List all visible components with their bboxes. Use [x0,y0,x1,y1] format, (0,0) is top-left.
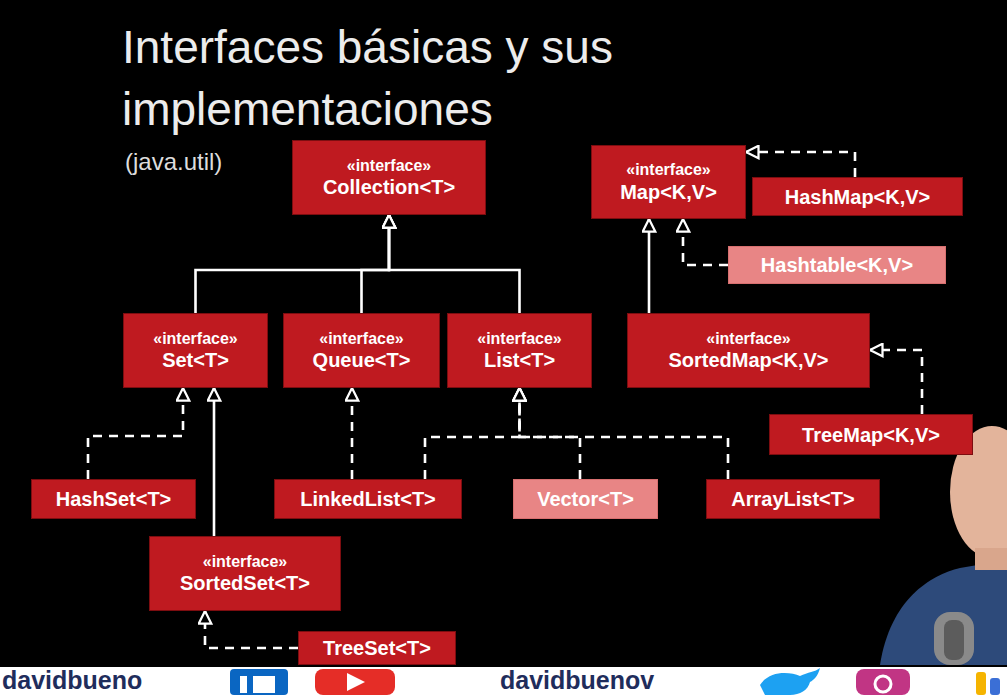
stereotype-label: «interface» [319,329,404,348]
extends-arrow [213,388,216,536]
class-box: HashSet<T> [31,479,196,519]
interface-box: «interface»SortedSet<T> [149,536,341,611]
class-box: Hashtable<K,V> [728,246,946,284]
interface-box: «interface»Map<K,V> [591,145,746,219]
microphone [934,612,974,665]
linkedin-icon-mark [253,676,275,693]
type-name: TreeSet<T> [323,636,431,660]
presenter-figure [880,426,1007,665]
type-name: Vector<T> [537,487,634,511]
type-name: LinkedList<T> [300,487,436,511]
type-name: Queue<T> [313,348,411,372]
instagram-icon-lens [875,676,891,692]
slide-title: Interfaces básicas y sus implementacione… [122,16,722,140]
type-name: HashSet<T> [56,487,172,511]
youtube-icon [315,669,395,695]
type-name: TreeMap<K,V> [802,423,940,447]
class-box: LinkedList<T> [274,479,462,519]
extends-arrow [389,215,520,313]
interface-box: «interface»List<T> [447,313,592,388]
type-name: SortedSet<T> [180,571,310,595]
interface-box: «interface»Set<T> [123,313,268,388]
stereotype-label: «interface» [347,156,432,175]
stereotype-label: «interface» [203,552,288,571]
implements-arrow [351,388,354,479]
implements-arrow [746,152,855,177]
footer-handle: davidbuenov [500,667,654,694]
class-box: TreeSet<T> [298,631,456,665]
implements-arrow [520,388,581,479]
linkedin-icon-mark [240,676,247,693]
type-name: Set<T> [162,348,229,372]
type-name: HashMap<K,V> [785,185,931,209]
implements-arrow [870,350,922,414]
type-name: SortedMap<K,V> [668,348,828,372]
extends-arrow [648,219,651,313]
implements-arrow [88,388,183,479]
stereotype-label: «interface» [477,329,562,348]
interface-box: «interface»SortedMap<K,V> [627,313,870,388]
extends-arrow [196,215,390,313]
twitter-icon [760,668,820,695]
implements-arrow [205,611,298,648]
footer-handle: davidbueno [2,667,142,694]
linkedin-icon [230,669,288,695]
instagram-icon [856,669,910,695]
youtube-icon-play [347,673,365,691]
presenter-neck [975,548,1007,570]
implements-arrow [683,219,728,265]
interface-box: «interface»Queue<T> [283,313,440,388]
class-box: Vector<T> [513,479,658,519]
package-name: (java.util) [125,147,222,177]
class-box: ArrayList<T> [706,479,880,519]
interface-box: «interface»Collection<T> [292,140,486,215]
implements-arrow [520,388,729,479]
type-name: Hashtable<K,V> [761,253,913,277]
analytics-icon [990,678,1000,695]
footer-band [0,667,1007,695]
presenter-shirt [880,560,1007,665]
stereotype-label: «interface» [626,160,711,179]
type-name: ArrayList<T> [731,487,854,511]
analytics-icon [976,672,986,695]
class-box: HashMap<K,V> [752,177,963,216]
class-box: TreeMap<K,V> [769,414,973,455]
stereotype-label: «interface» [153,329,238,348]
type-name: List<T> [484,348,555,372]
type-name: Collection<T> [323,175,455,199]
stereotype-label: «interface» [706,329,791,348]
extends-arrow [362,215,390,313]
type-name: Map<K,V> [620,180,717,204]
implements-arrow [425,388,520,479]
microphone-grille [944,620,964,660]
